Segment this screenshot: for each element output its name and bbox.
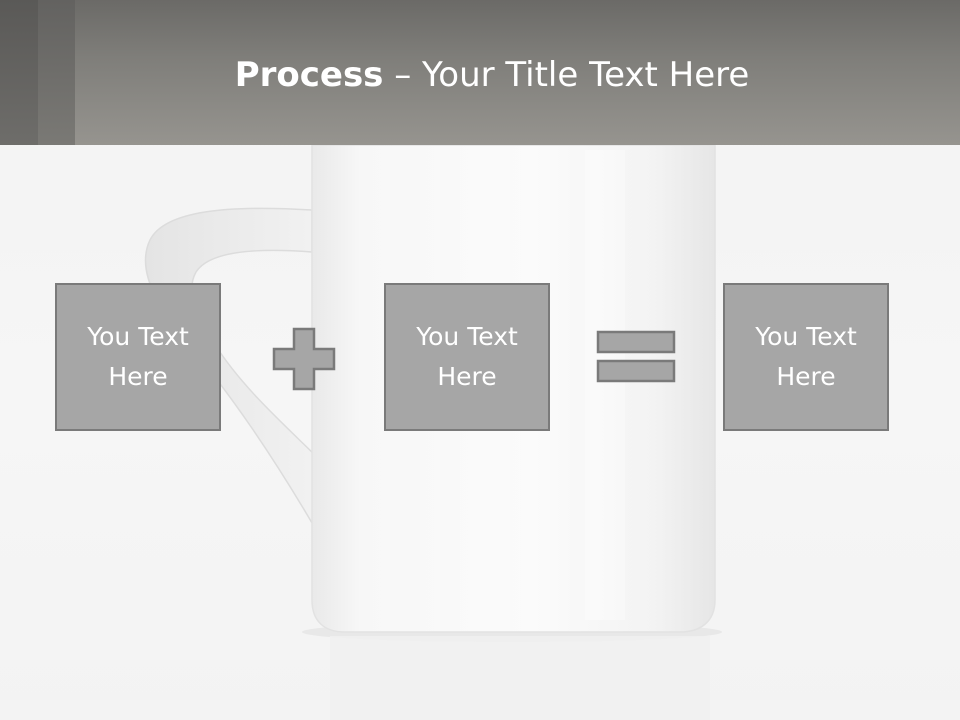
header-accent-stripe-mid (38, 0, 75, 145)
plus-icon (272, 327, 336, 391)
process-step-box-3[interactable]: You Text Here (723, 283, 889, 431)
header-accent-stripe-dark (0, 0, 38, 145)
title-text: – Your Title Text Here (383, 55, 750, 95)
process-step-box-2[interactable]: You Text Here (384, 283, 550, 431)
slide-title: Process – Your Title Text Here (75, 52, 909, 98)
process-step-text-2: You Text Here (416, 322, 518, 391)
equals-icon (596, 330, 676, 383)
process-step-text-1: You Text Here (87, 322, 189, 391)
title-keyword: Process (234, 55, 384, 95)
process-step-text-3: You Text Here (755, 322, 857, 391)
process-step-box-1[interactable]: You Text Here (55, 283, 221, 431)
header-bar: Process – Your Title Text Here (0, 0, 960, 145)
